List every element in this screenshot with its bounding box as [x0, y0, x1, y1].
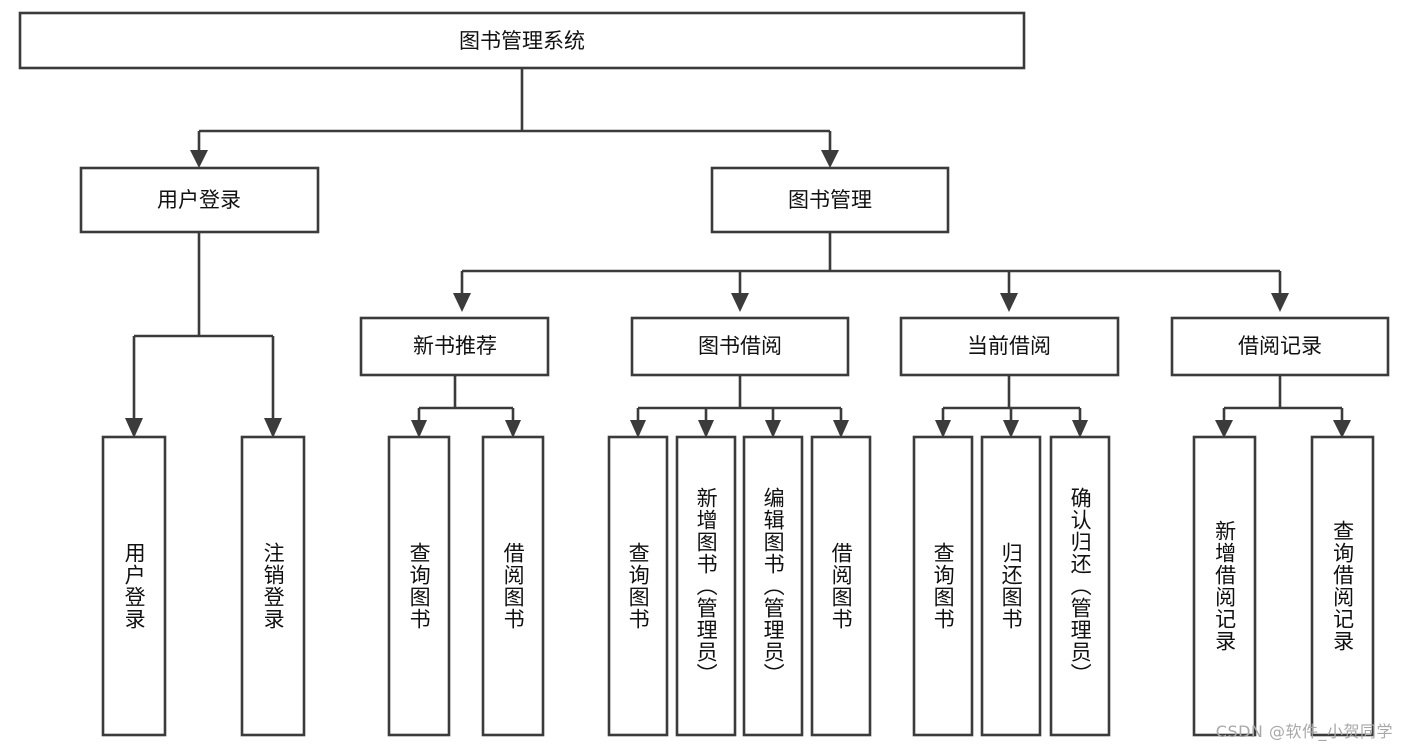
node-user-login-box[interactable]: [79, 166, 320, 234]
arrowhead-leaf-confirm-return: [1072, 420, 1088, 438]
node-current-borrow-box[interactable]: [899, 316, 1120, 377]
arrowhead-leaf-return-book: [1003, 420, 1019, 438]
node-current-borrow-label: 当前借阅: [967, 334, 1051, 358]
arrowhead-leaf-add-record: [1215, 420, 1233, 438]
leaf-box-add-record[interactable]: [1192, 435, 1257, 737]
node-book-management[interactable]: 图书管理: [710, 166, 950, 234]
arrowhead-leaf-add-book: [698, 420, 714, 438]
node-book-management-box[interactable]: [710, 166, 950, 234]
arrowhead-leaf-borrow-book-1: [505, 420, 521, 438]
arrowhead-leaf-logout: [264, 418, 282, 438]
node-book-borrow-box[interactable]: [630, 316, 850, 377]
arrowhead-current-borrow: [1000, 293, 1018, 312]
node-root-label: 图书管理系统: [459, 29, 585, 53]
arrowhead-borrow-record: [1271, 293, 1289, 312]
leaf-box-confirm-return[interactable]: [1049, 435, 1111, 737]
arrowhead-leaf-edit-book: [765, 420, 781, 438]
leaf-box-borrow-book-1[interactable]: [481, 435, 545, 737]
arrowhead-book-borrow: [731, 293, 749, 312]
leaf-box-logout[interactable]: [240, 435, 306, 737]
node-new-book-recommend-label: 新书推荐: [413, 334, 497, 358]
leaf-box-query-record[interactable]: [1310, 435, 1375, 737]
leaf-box-query-book-3[interactable]: [912, 435, 974, 737]
node-root-system[interactable]: 图书管理系统: [18, 11, 1026, 70]
node-current-borrow[interactable]: 当前借阅: [899, 316, 1120, 377]
node-borrow-record-box[interactable]: [1170, 316, 1390, 377]
node-borrow-record-label: 借阅记录: [1238, 334, 1322, 358]
connector-group: [125, 68, 1351, 438]
node-book-management-label: 图书管理: [788, 188, 872, 212]
arrowhead-leaf-user-login: [125, 418, 143, 438]
node-book-borrow-label: 图书借阅: [698, 334, 782, 358]
node-user-login-label: 用户登录: [157, 188, 241, 212]
leaf-box-query-book-1[interactable]: [387, 435, 451, 737]
arrowhead-leaf-query-book-2: [630, 420, 646, 438]
leaf-box-add-book[interactable]: [675, 435, 737, 737]
node-user-login[interactable]: 用户登录: [79, 166, 320, 234]
arrowhead-leaf-query-record: [1333, 420, 1351, 438]
leaf-box-user-login[interactable]: [101, 435, 167, 737]
leaf-box-return-book[interactable]: [980, 435, 1042, 737]
node-root-box[interactable]: [18, 11, 1026, 70]
node-new-book-recommend[interactable]: 新书推荐: [359, 316, 550, 377]
arrowhead-new-book-recommend: [453, 293, 471, 312]
node-new-book-recommend-box[interactable]: [359, 316, 550, 377]
node-book-borrow[interactable]: 图书借阅: [630, 316, 850, 377]
arrowhead-leaf-borrow-book-2: [833, 420, 849, 438]
leaf-box-query-book-2[interactable]: [607, 435, 669, 737]
arrowhead-user-login: [190, 150, 208, 168]
leaf-box-borrow-book-2[interactable]: [810, 435, 872, 737]
csdn-watermark: CSDN @软件_小贺同学: [1215, 722, 1393, 741]
arrowhead-book-mgmt: [821, 150, 839, 168]
leaf-box-edit-book[interactable]: [742, 435, 804, 737]
leaf-box-group: [101, 435, 1375, 737]
node-borrow-record[interactable]: 借阅记录: [1170, 316, 1390, 377]
arrowhead-leaf-query-book-3: [935, 420, 951, 438]
arrowhead-leaf-query-book-1: [411, 420, 427, 438]
